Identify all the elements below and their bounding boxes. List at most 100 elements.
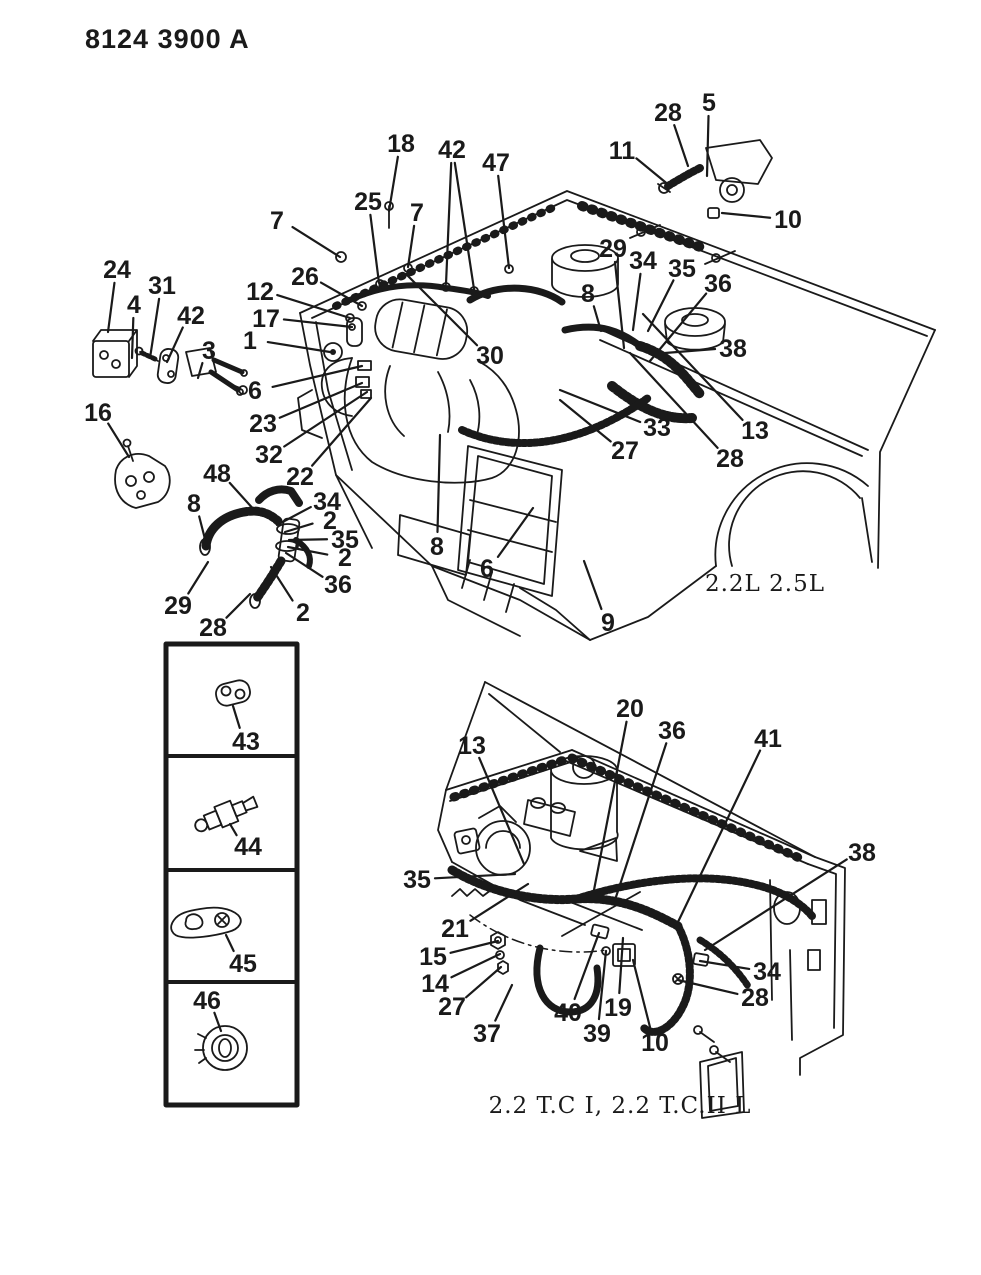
leader-line — [558, 398, 612, 443]
leader-line — [269, 565, 294, 602]
callout-5: 5 — [702, 89, 716, 117]
leader-line — [676, 749, 762, 924]
leader-line — [433, 872, 517, 880]
callout-45: 45 — [229, 950, 257, 978]
leader-line — [641, 312, 744, 422]
callout-39: 39 — [583, 1020, 611, 1048]
callout-34: 34 — [629, 247, 657, 275]
leader-line — [406, 224, 416, 269]
callout-8: 8 — [187, 490, 201, 518]
callout-18: 18 — [387, 130, 415, 158]
callout-42: 42 — [177, 302, 205, 330]
parts-box-art — [163, 641, 300, 1108]
callout-41: 41 — [754, 725, 782, 753]
callout-23: 23 — [249, 410, 277, 438]
callout-28: 28 — [741, 984, 769, 1012]
callout-36: 36 — [704, 270, 732, 298]
leader-line — [196, 361, 204, 380]
leader-line — [319, 281, 364, 308]
lower-diagram-art — [437, 681, 846, 1119]
callout-6: 6 — [248, 377, 262, 405]
callout-14: 14 — [421, 970, 449, 998]
leader-line — [628, 351, 719, 449]
callout-7: 7 — [410, 199, 424, 227]
callout-24: 24 — [103, 256, 131, 284]
leader-line — [275, 505, 312, 527]
leader-line — [635, 157, 672, 188]
leader-line — [631, 272, 642, 332]
leader-line — [597, 949, 608, 1021]
callout-8: 8 — [430, 533, 444, 561]
callout-27: 27 — [611, 437, 639, 465]
callout-29: 29 — [599, 235, 627, 263]
callout-15: 15 — [419, 943, 447, 971]
callout-28: 28 — [199, 614, 227, 642]
callout-13: 13 — [458, 732, 486, 760]
leader-line — [648, 292, 708, 363]
callout-3: 3 — [202, 337, 216, 365]
callout-25: 25 — [354, 188, 382, 216]
leader-line — [676, 978, 739, 996]
leader-line — [286, 545, 329, 556]
leader-line — [311, 396, 373, 467]
callout-22: 22 — [286, 463, 314, 491]
leader-line — [231, 704, 241, 729]
leader-line — [225, 592, 252, 619]
leader-line — [449, 939, 500, 954]
callout-38: 38 — [848, 839, 876, 867]
leader-line — [436, 433, 442, 534]
callout-2: 2 — [338, 544, 352, 572]
callout-10: 10 — [774, 206, 802, 234]
leader-line — [464, 965, 503, 999]
leader-line — [387, 155, 399, 213]
callout-37: 37 — [473, 1020, 501, 1048]
leader-line — [187, 560, 210, 595]
leader-line — [582, 559, 603, 611]
leader-line — [287, 538, 329, 542]
callout-30: 30 — [476, 342, 504, 370]
leader-line — [592, 305, 603, 333]
leader-line — [369, 213, 381, 285]
callout-8: 8 — [581, 280, 595, 308]
callout-26: 26 — [291, 263, 319, 291]
leader-line — [228, 481, 258, 514]
callout-2: 2 — [296, 599, 310, 627]
leader-line — [663, 347, 717, 355]
callout-48: 48 — [203, 460, 231, 488]
callout-12: 12 — [246, 278, 274, 306]
leader-line — [198, 515, 208, 545]
leader-line — [450, 952, 502, 979]
leader-line — [494, 983, 514, 1022]
leader-line — [228, 822, 238, 837]
callout-7: 7 — [270, 207, 284, 235]
callout-20: 20 — [616, 695, 644, 723]
leader-line — [496, 506, 535, 558]
leader-line — [291, 225, 342, 259]
leader-line — [107, 422, 131, 459]
leader-line — [720, 211, 772, 219]
leader-line — [698, 959, 751, 971]
leader-line — [613, 742, 668, 902]
leader-line — [284, 551, 324, 578]
callout-10: 10 — [641, 1029, 669, 1057]
upper-engine-caption: 2.2L 2.5L — [705, 571, 825, 597]
document-number: 8124 3900 A — [85, 24, 250, 54]
leader-line — [283, 390, 369, 448]
callout-9: 9 — [601, 609, 615, 637]
leader-line — [271, 364, 364, 389]
callout-35: 35 — [403, 866, 431, 894]
callout-19: 19 — [604, 994, 632, 1022]
callout-2: 2 — [323, 507, 337, 535]
callout-31: 31 — [148, 272, 176, 300]
callout-47: 47 — [482, 149, 510, 177]
callout-6: 6 — [480, 555, 494, 583]
leader-line — [469, 882, 530, 922]
callout-32: 32 — [255, 441, 283, 469]
leader-line — [673, 124, 690, 168]
callout-13: 13 — [741, 417, 769, 445]
diagram-artwork: 7182574247285111026121716233222244314231… — [84, 89, 936, 1119]
lower-engine-caption: 2.2 T.C I, 2.2 T.C.II L — [489, 1093, 752, 1119]
